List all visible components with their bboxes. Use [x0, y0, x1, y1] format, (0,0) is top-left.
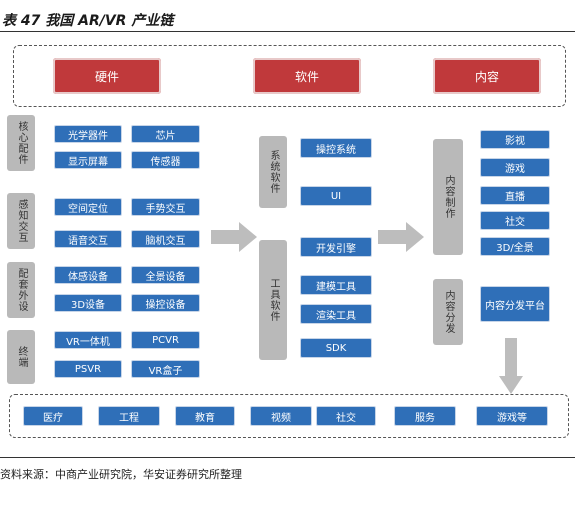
hw-item-sensor: 传感器 — [131, 151, 200, 169]
app-service: 服务 — [394, 406, 456, 426]
category-hardware: 硬件 — [53, 58, 161, 94]
ct-item-game: 游戏 — [480, 158, 550, 177]
sw-group-system: 系统软件 — [259, 136, 287, 208]
hw-item-chip: 芯片 — [131, 125, 200, 143]
ct-item-distribution-platform: 内容分发平台 — [480, 286, 550, 322]
category-software: 软件 — [253, 58, 361, 94]
ct-item-3d-panorama: 3D/全景 — [480, 237, 550, 256]
hw-item-panorama: 全景设备 — [131, 266, 200, 284]
app-social: 社交 — [316, 406, 376, 426]
hw-item-3d: 3D设备 — [54, 294, 122, 312]
app-gaming-etc: 游戏等 — [476, 406, 548, 426]
hw-group-perception: 感知交互 — [7, 193, 35, 249]
hw-item-voice: 语音交互 — [54, 230, 122, 248]
sw-item-os: 操控系统 — [300, 138, 372, 158]
ct-group-production: 内容制作 — [433, 139, 463, 255]
ct-group-distribution: 内容分发 — [433, 279, 463, 345]
source-note: 资料来源：中商产业研究院，华安证券研究所整理 — [0, 468, 242, 481]
sw-item-rendering: 渲染工具 — [300, 304, 372, 324]
category-content: 内容 — [433, 58, 541, 94]
hw-item-control: 操控设备 — [131, 294, 200, 312]
sw-item-engine: 开发引擎 — [300, 237, 372, 257]
hw-item-display: 显示屏幕 — [54, 151, 122, 169]
title-rule — [0, 31, 575, 32]
flow-arrow-hardware-to-software — [211, 222, 257, 252]
application-frame — [9, 394, 569, 438]
sw-item-sdk: SDK — [300, 338, 372, 358]
hw-group-peripherals: 配套外设 — [7, 262, 35, 318]
hw-group-terminal: 终端 — [7, 330, 35, 384]
sw-item-modeling: 建模工具 — [300, 275, 372, 295]
top-category-frame — [13, 45, 566, 107]
hw-item-psvr: PSVR — [54, 360, 122, 378]
sw-group-tools: 工具软件 — [259, 240, 287, 360]
flow-arrow-content-to-applications — [499, 338, 523, 394]
sw-item-ui: UI — [300, 186, 372, 206]
app-engineering: 工程 — [98, 406, 160, 426]
flow-arrow-software-to-content — [378, 222, 424, 252]
ct-item-film: 影视 — [480, 130, 550, 149]
hw-item-optics: 光学器件 — [54, 125, 122, 143]
figure-title: 表 47 我国 AR/VR 产业链 — [2, 13, 174, 29]
ct-item-social: 社交 — [480, 211, 550, 230]
app-education: 教育 — [175, 406, 235, 426]
ct-item-live: 直播 — [480, 186, 550, 205]
hw-item-vr-aio: VR一体机 — [54, 331, 122, 349]
hw-item-positioning: 空间定位 — [54, 198, 122, 216]
hw-item-pcvr: PCVR — [131, 331, 200, 349]
hw-item-vr-box: VR盒子 — [131, 360, 200, 378]
hw-item-motion: 体感设备 — [54, 266, 122, 284]
hw-group-core-parts: 核心配件 — [7, 115, 35, 171]
hw-item-gesture: 手势交互 — [131, 198, 200, 216]
source-rule — [0, 457, 575, 458]
hw-item-bci: 脑机交互 — [131, 230, 200, 248]
app-medical: 医疗 — [23, 406, 83, 426]
app-video: 视频 — [250, 406, 312, 426]
